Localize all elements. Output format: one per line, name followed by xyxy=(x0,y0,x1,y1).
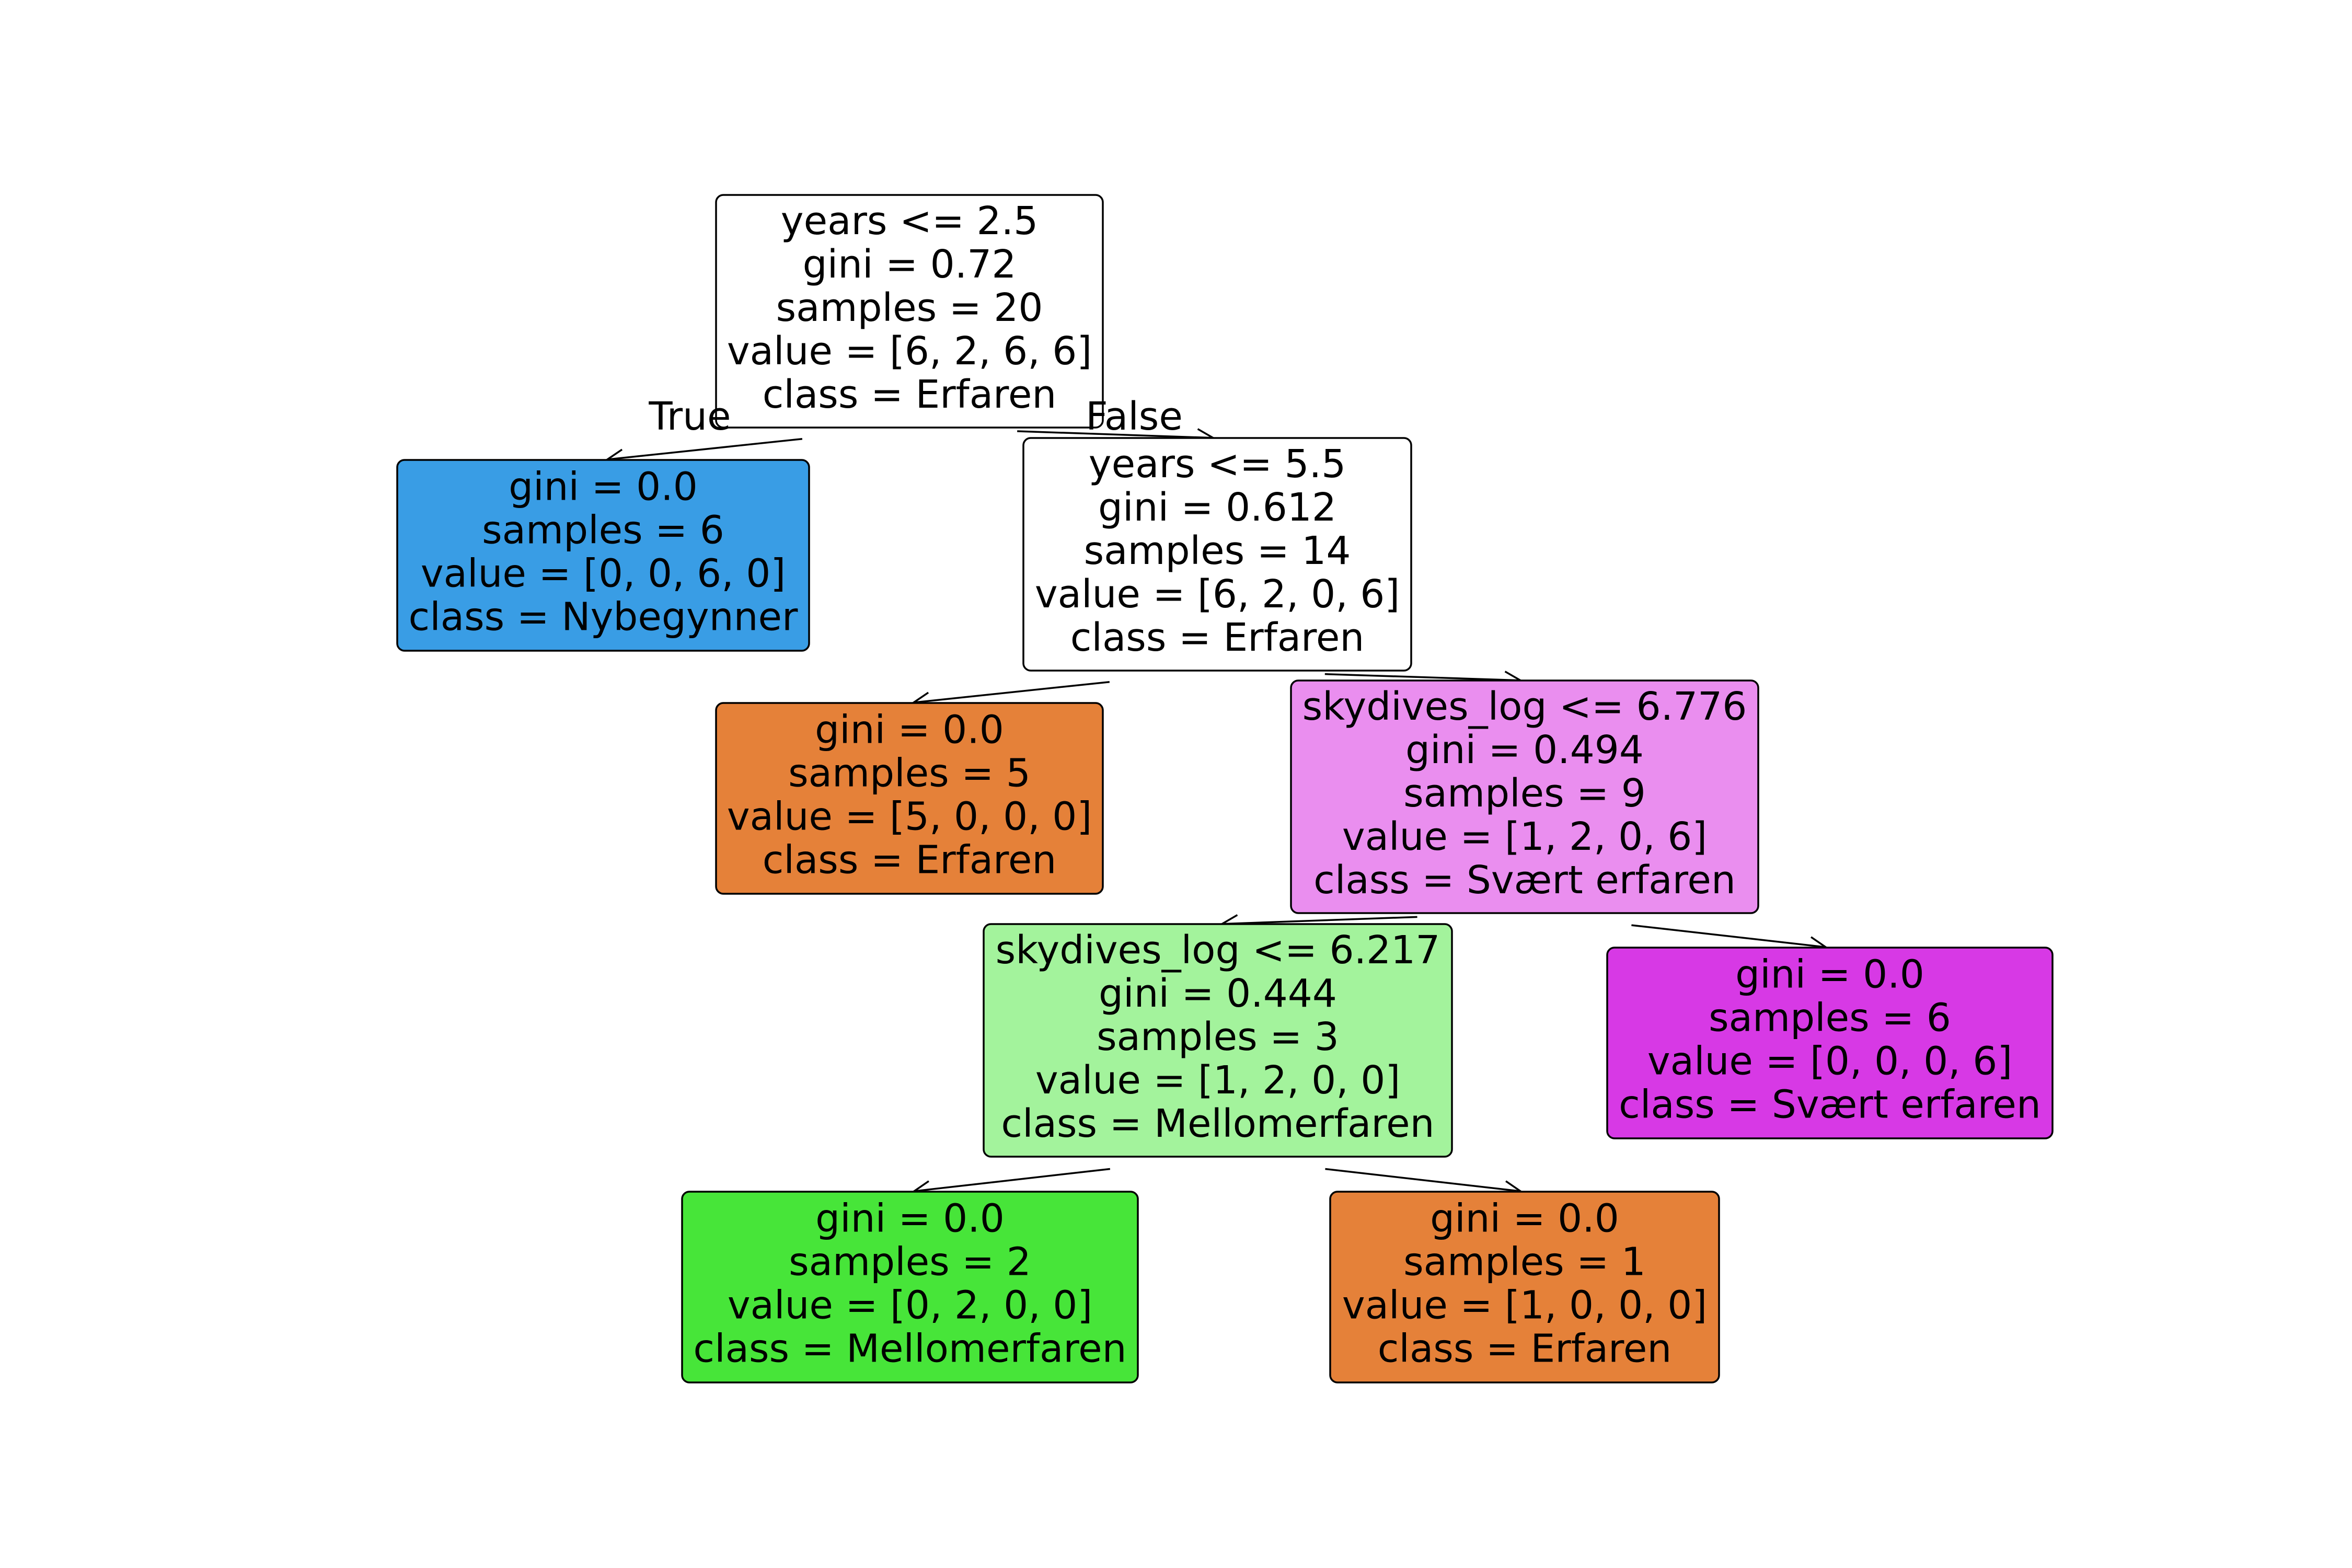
node-text-line: class = Mellomerfaren xyxy=(693,1327,1126,1371)
node-text-line: samples = 6 xyxy=(482,508,724,553)
node-box xyxy=(983,923,1453,1158)
node-text-line: class = Svært erfaren xyxy=(1619,1082,2041,1127)
node-text-line: value = [1, 0, 0, 0] xyxy=(1342,1283,1707,1328)
node-text-line: samples = 6 xyxy=(1709,996,1951,1041)
node-text-line: skydives_log <= 6.776 xyxy=(1302,684,1747,729)
node-box xyxy=(396,459,810,652)
node-text-line: samples = 5 xyxy=(788,751,1031,796)
node-text-line: samples = 9 xyxy=(1403,771,1646,816)
node-text-line: gini = 0.0 xyxy=(509,465,698,510)
node-text-line: class = Mellomerfaren xyxy=(1001,1101,1434,1146)
node-text-line: class = Nybegynner xyxy=(409,595,798,640)
node-text-line: class = Erfaren xyxy=(1070,615,1365,660)
node-text-line: samples = 14 xyxy=(1084,528,1351,573)
node-text-line: value = [6, 2, 0, 6] xyxy=(1035,572,1400,617)
edge-line xyxy=(1631,924,1826,948)
node-text-line: gini = 0.0 xyxy=(1430,1196,1619,1241)
edge-line xyxy=(1017,430,1214,439)
node-text-line: value = [0, 2, 0, 0] xyxy=(728,1283,1092,1328)
node-text-line: gini = 0.0 xyxy=(1735,952,1924,997)
edge-label-true: True xyxy=(648,394,731,439)
node-box xyxy=(1606,947,2054,1139)
node-text-line: gini = 0.444 xyxy=(1099,971,1337,1016)
edge-line xyxy=(1324,673,1521,682)
edge-label-false: False xyxy=(1086,394,1183,439)
edge-line xyxy=(914,1168,1111,1192)
node-text-line: gini = 0.72 xyxy=(803,242,1017,287)
node-text-line: class = Erfaren xyxy=(763,838,1057,883)
node-box xyxy=(1290,679,1759,914)
node-text-line: skydives_log <= 6.217 xyxy=(996,928,1440,973)
edge-line xyxy=(1325,1168,1521,1192)
edge-line xyxy=(913,681,1110,704)
tree-edge-labels: True False xyxy=(648,394,1182,439)
node-text-line: gini = 0.612 xyxy=(1098,485,1336,530)
edge-line xyxy=(1221,916,1417,925)
node-text-line: samples = 1 xyxy=(1403,1240,1646,1285)
node-box xyxy=(1329,1191,1720,1383)
node-text-line: samples = 20 xyxy=(776,285,1043,330)
node-text-line: value = [1, 2, 0, 0] xyxy=(1035,1058,1400,1103)
edge-line xyxy=(607,437,803,460)
node-text-line: class = Erfaren xyxy=(1378,1327,1672,1371)
node-text-line: class = Erfaren xyxy=(763,372,1057,417)
node-box xyxy=(715,702,1104,895)
node-text-line: gini = 0.0 xyxy=(815,1196,1005,1241)
node-text-line: value = [0, 0, 0, 6] xyxy=(1647,1039,2012,1084)
node-text-line: samples = 2 xyxy=(789,1240,1031,1285)
node-text-line: value = [5, 0, 0, 0] xyxy=(727,794,1092,839)
node-box xyxy=(715,194,1104,429)
node-box xyxy=(1022,437,1412,672)
node-text-line: value = [0, 0, 6, 0] xyxy=(421,551,786,596)
node-text-line: years <= 5.5 xyxy=(1089,442,1346,487)
node-text-line: value = [6, 2, 6, 6] xyxy=(727,329,1092,374)
node-text-line: years <= 2.5 xyxy=(781,199,1038,244)
node-text-line: value = [1, 2, 0, 6] xyxy=(1342,814,1707,859)
node-text-line: gini = 0.0 xyxy=(815,708,1004,753)
node-text-line: class = Svært erfaren xyxy=(1313,858,1736,903)
node-text-line: samples = 3 xyxy=(1097,1014,1339,1059)
node-box xyxy=(681,1191,1139,1383)
node-text-line: gini = 0.494 xyxy=(1405,728,1644,773)
